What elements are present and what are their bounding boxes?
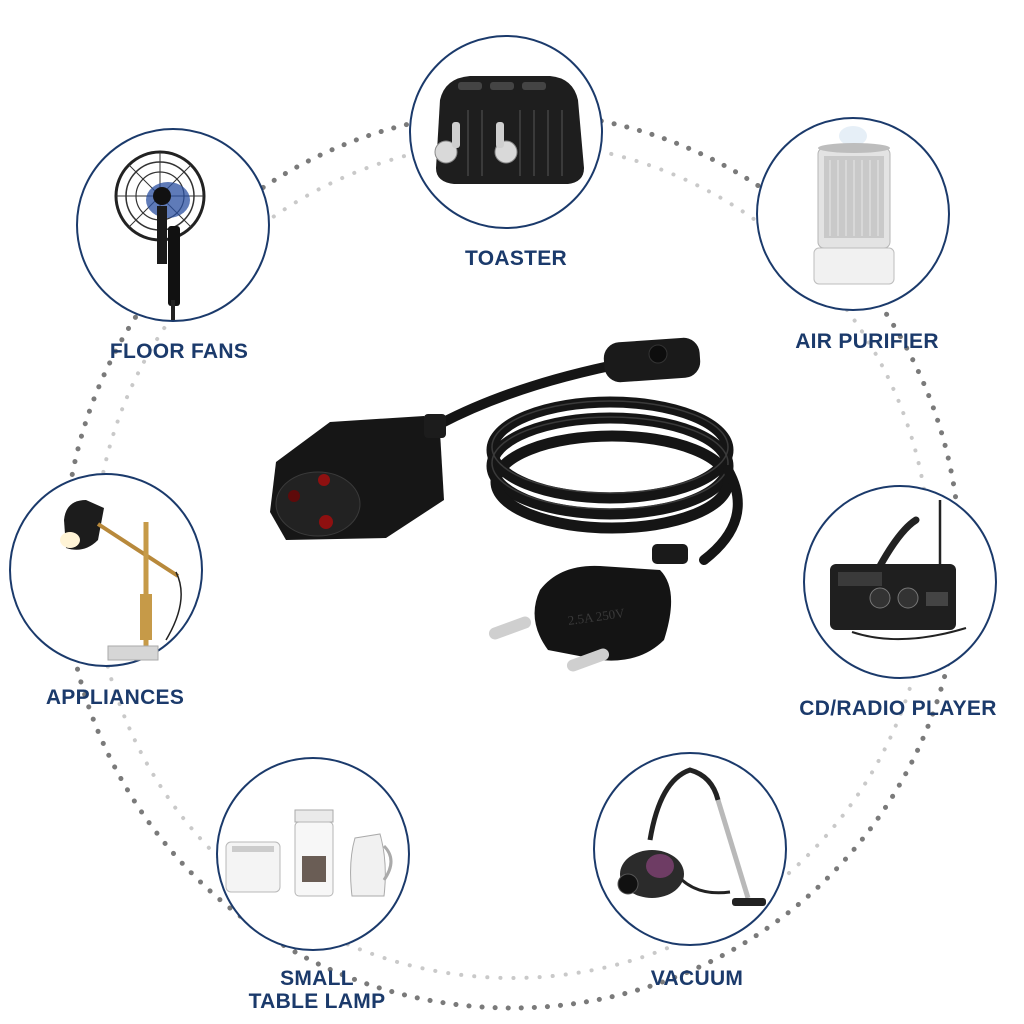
appliances-circle [9,473,203,667]
vacuum-label: VACUUM [650,967,744,990]
euro-plug: 2.5A 250V [488,544,688,672]
small-table-lamp-label: SMALL TABLE LAMP [248,967,386,1013]
extension-cable-image: 2.5A 250V [270,337,743,672]
air-purifier-label: AIR PURIFIER [795,330,939,353]
table-lamp-image [60,500,182,661]
toaster-image [434,76,584,184]
appliances-label: APPLIANCES [45,686,185,709]
floor-fan-image [114,150,206,320]
inline-switch [603,337,701,383]
cd-radio-player-image [830,500,967,641]
floor-fans-label: FLOOR FANS [109,340,249,363]
vacuum-image [617,767,766,906]
female-socket [270,414,446,540]
air-purifier-image [813,126,895,285]
floor-fans-circle [76,128,270,322]
toaster-label: TOASTER [464,247,568,270]
small-appliances-image [225,809,393,897]
cd-radio-player-label: CD/RADIO PLAYER [799,697,997,720]
vacuum-circle [593,752,787,946]
